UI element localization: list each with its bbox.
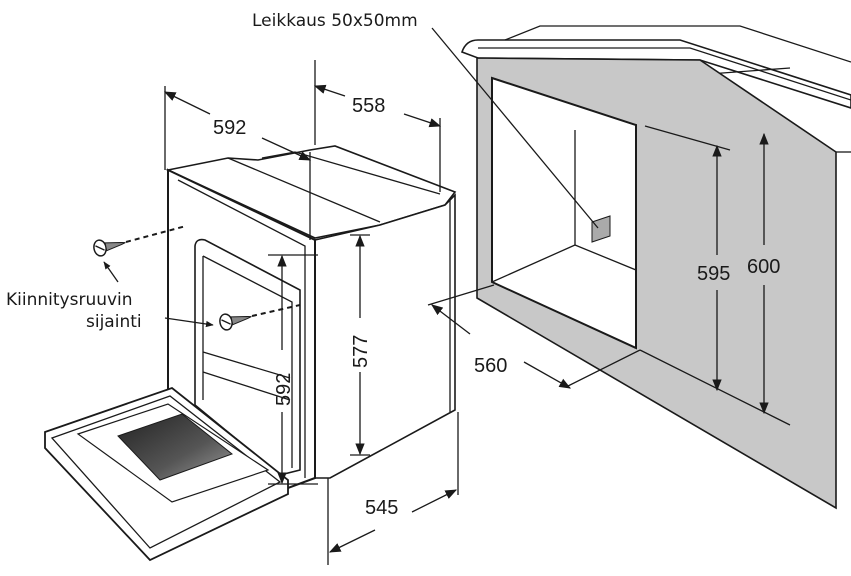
dim-oven-width: 592: [213, 117, 246, 139]
cutout-square: [591, 215, 611, 243]
countertop: [460, 39, 851, 109]
screw-icon: [93, 239, 126, 257]
dimension-lines: [163, 60, 791, 565]
dim-niche-inner-height: 595: [697, 263, 730, 285]
niche-opening: [491, 76, 637, 350]
dim-niche-depth: 560: [474, 355, 507, 377]
dim-oven-side-height: 577: [350, 335, 372, 368]
oven: [44, 145, 457, 562]
dim-oven-front-height: 592: [273, 373, 295, 406]
screw-label-line2: sijainti: [86, 312, 142, 332]
screw-label-line1: Kiinnitysruuvin: [6, 290, 133, 310]
screw-icon: [219, 313, 252, 331]
dim-oven-depth-bottom: 545: [365, 497, 398, 519]
cutout-label: Leikkaus 50x50mm: [252, 11, 418, 31]
cabinet: [460, 25, 851, 510]
dim-niche-height: 600: [747, 256, 780, 278]
door-glass: [117, 413, 234, 481]
dim-oven-depth-top: 558: [352, 95, 385, 117]
